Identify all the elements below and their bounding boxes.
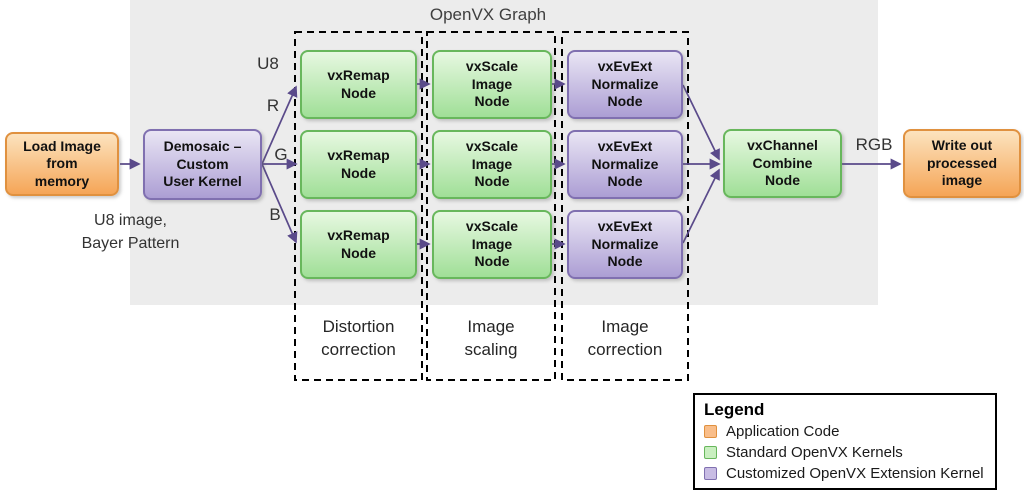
evext-normalize-node-g: vxEvExt Normalize Node — [567, 130, 683, 199]
edge-label-rgb: RGB — [855, 135, 893, 154]
bayer-pattern-caption: U8 image, Bayer Pattern — [81, 212, 180, 253]
group-label-image-scaling: Image scaling — [464, 317, 518, 359]
graph-title: OpenVX Graph — [429, 5, 547, 24]
remap-node-g: vxRemap Node — [300, 130, 417, 199]
group-label-image-correction: Image correction — [587, 317, 663, 359]
channel-combine-node: vxChannel Combine Node — [723, 129, 842, 198]
scale-node-r: vxScale Image Node — [432, 50, 552, 119]
scale-node-g: vxScale Image Node — [432, 130, 552, 199]
legend-item-application-code: Application Code — [704, 423, 986, 440]
legend-item-standard-kernels: Standard OpenVX Kernels — [704, 444, 986, 461]
standard-kernels-swatch-icon — [704, 446, 717, 459]
remap-node-r: vxRemap Node — [300, 50, 417, 119]
remap-node-b: vxRemap Node — [300, 210, 417, 279]
legend-title: Legend — [704, 400, 765, 419]
scale-node-b: vxScale Image Node — [432, 210, 552, 279]
evext-normalize-node-r: vxEvExt Normalize Node — [567, 50, 683, 119]
legend-item-extension-kernel: Customized OpenVX Extension Kernel — [704, 465, 986, 482]
edge-label-r: R — [266, 96, 280, 115]
edge-label-g: G — [274, 145, 288, 164]
demosaic-node: Demosaic – Custom User Kernel — [143, 129, 262, 200]
legend-item-label: Application Code — [726, 423, 840, 440]
write-out-node: Write out processed image — [903, 129, 1021, 198]
edge-label-b: B — [269, 205, 281, 224]
legend-item-label: Customized OpenVX Extension Kernel — [726, 465, 984, 482]
edge-label-u8: U8 — [257, 54, 279, 73]
load-image-node: Load Image from memory — [5, 132, 119, 196]
application-code-swatch-icon — [704, 425, 717, 438]
legend: Legend Application Code Standard OpenVX … — [693, 393, 997, 490]
evext-normalize-node-b: vxEvExt Normalize Node — [567, 210, 683, 279]
group-label-distortion-correction: Distortion correction — [321, 317, 396, 359]
extension-kernel-swatch-icon — [704, 467, 717, 480]
legend-item-label: Standard OpenVX Kernels — [726, 444, 903, 461]
